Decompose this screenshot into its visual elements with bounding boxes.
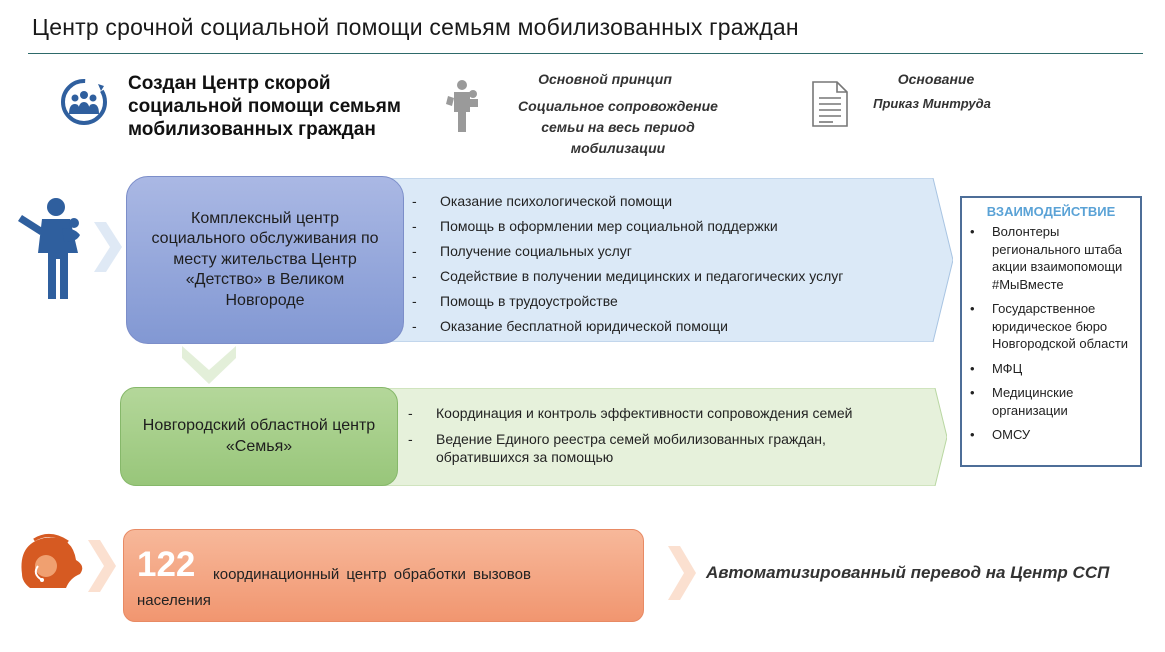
services-list: Оказание психологической помощи Помощь в… xyxy=(412,190,932,340)
principle-heading: Основной принцип xyxy=(538,71,672,87)
list-item: Государственное юридическое бюро Новгоро… xyxy=(968,300,1134,353)
chevron-right-icon xyxy=(94,222,122,272)
list-item: Волонтеры регионального штаба акции взаи… xyxy=(968,223,1134,293)
hotline-description: координационный центр обработки вызовов xyxy=(213,566,531,583)
family-group-icon xyxy=(61,79,107,125)
family-center-box: Новгородский областной центр «Семья» xyxy=(120,387,398,486)
basis-heading: Основание xyxy=(897,71,975,87)
list-item: Содействие в получении медицинских и пед… xyxy=(412,265,932,290)
parent-with-child-icon xyxy=(446,80,478,132)
principle-body: Социальное сопровождение семьи на весь п… xyxy=(518,98,718,156)
mother-with-baby-icon xyxy=(18,198,80,299)
hotline-number: 122 xyxy=(137,545,196,584)
list-item: Помощь в оформлении мер социальной подде… xyxy=(412,215,932,240)
interaction-list: Волонтеры регионального штаба акции взаи… xyxy=(968,223,1134,444)
chevron-right-icon xyxy=(88,540,116,592)
list-item: Координация и контроль эффективности соп… xyxy=(408,404,908,422)
basis-body: Приказ Минтруда xyxy=(873,96,991,111)
list-item: Медицинские организации xyxy=(968,384,1134,419)
complex-center-box: Комплексный центр социального обслуживан… xyxy=(126,176,404,344)
list-item: Получение социальных услуг xyxy=(412,240,932,265)
list-item: Оказание бесплатной юридической помощи xyxy=(412,315,932,340)
list-item: Помощь в трудоустройстве xyxy=(412,290,932,315)
list-item: Оказание психологической помощи xyxy=(412,190,932,215)
document-icon xyxy=(812,81,848,127)
list-item: МФЦ xyxy=(968,360,1134,378)
hotline-description-cont: населения xyxy=(137,592,211,609)
hotline-box xyxy=(123,529,644,622)
center-created-statement: Создан Центр скорой социальной помощи се… xyxy=(128,73,401,140)
coordination-list: Координация и контроль эффективности соп… xyxy=(408,404,908,474)
list-item: ОМСУ xyxy=(968,426,1134,444)
interaction-heading: ВЗАИМОДЕЙСТВИЕ xyxy=(986,204,1116,219)
chevron-down-icon xyxy=(182,346,236,384)
page-title: Центр срочной социальной помощи семьям м… xyxy=(32,14,799,40)
list-item: Ведение Единого реестра семей мобилизова… xyxy=(408,430,908,466)
chevron-right-icon xyxy=(668,546,696,600)
title-divider xyxy=(28,53,1143,54)
interaction-box: ВЗАИМОДЕЙСТВИЕ Волонтеры регионального ш… xyxy=(960,196,1142,467)
call-center-operator-icon xyxy=(21,534,83,588)
auto-transfer-text: Автоматизированный перевод на Центр ССП xyxy=(706,563,1110,582)
